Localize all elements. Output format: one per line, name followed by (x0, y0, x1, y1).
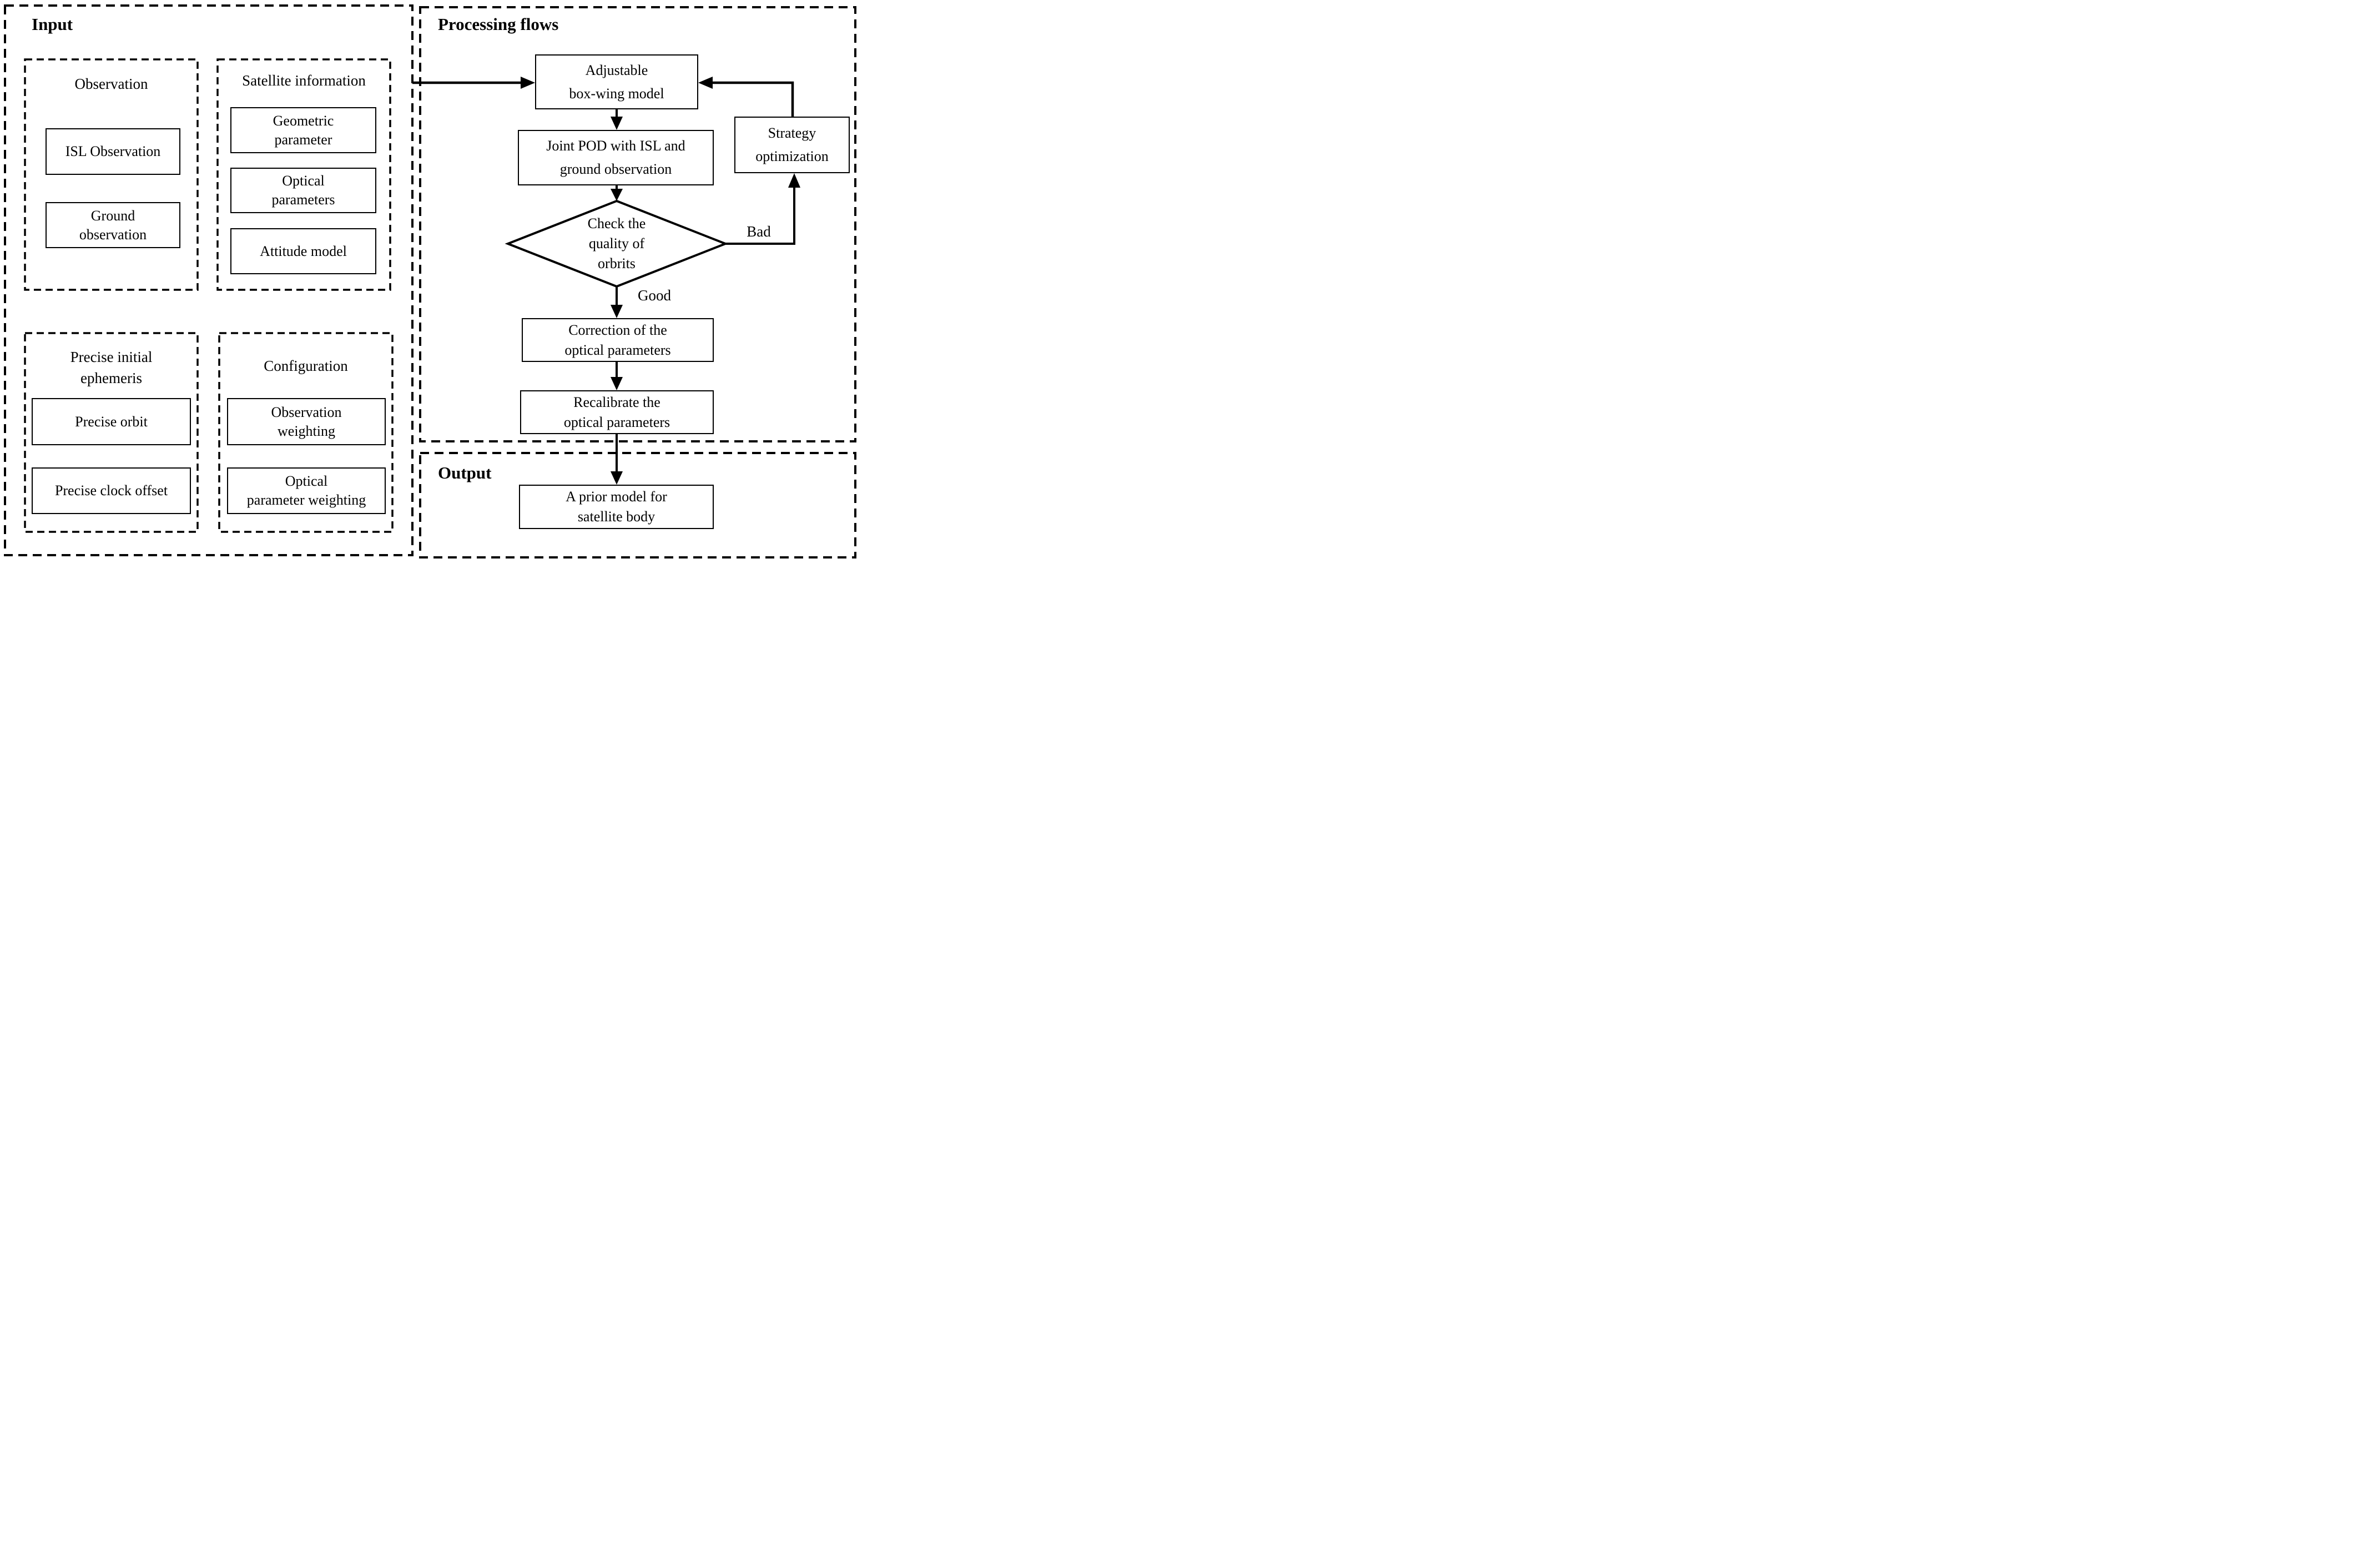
arrow-strategy-to-adjustable (698, 77, 794, 117)
processing-container-border (419, 6, 856, 442)
precise-initial-ephemeris-group-border (24, 332, 199, 533)
arrow-recalibrate-to-prior (611, 434, 623, 485)
attitude-model-box: Attitude model (230, 228, 376, 274)
arrow-diamond-to-strategy (725, 173, 800, 245)
configuration-group-border (218, 332, 394, 533)
output-section-title: Output (438, 463, 492, 482)
configuration-group-title: Configuration (264, 358, 348, 374)
satellite-information-group-title: Satellite information (242, 72, 366, 89)
flow-diagram: Input Processing flows Output Observatio… (0, 0, 857, 560)
processing-section-title: Processing flows (438, 14, 559, 34)
input-container-border (4, 4, 414, 556)
input-section-title: Input (32, 14, 73, 34)
good-edge-label: Good (638, 287, 671, 304)
arrow-adjustable-to-jointpod (611, 109, 623, 130)
bad-edge-label: Bad (747, 223, 771, 240)
precise-clock-offset-box: Precise clock offset (32, 467, 191, 514)
arrow-jointpod-to-diamond (611, 185, 623, 201)
observation-group-border (24, 58, 199, 291)
satellite-information-group-border (216, 58, 391, 291)
arrow-input-to-adjustable (412, 77, 535, 89)
output-container-border (419, 452, 856, 558)
precise-orbit-box: Precise orbit (32, 398, 191, 445)
diagram-lines-layer (4, 4, 856, 558)
arrow-diamond-to-correction (611, 286, 623, 318)
arrow-correction-to-recalibrate (611, 362, 623, 390)
isl-observation-box: ISL Observation (46, 128, 180, 175)
observation-group-title: Observation (74, 76, 148, 92)
